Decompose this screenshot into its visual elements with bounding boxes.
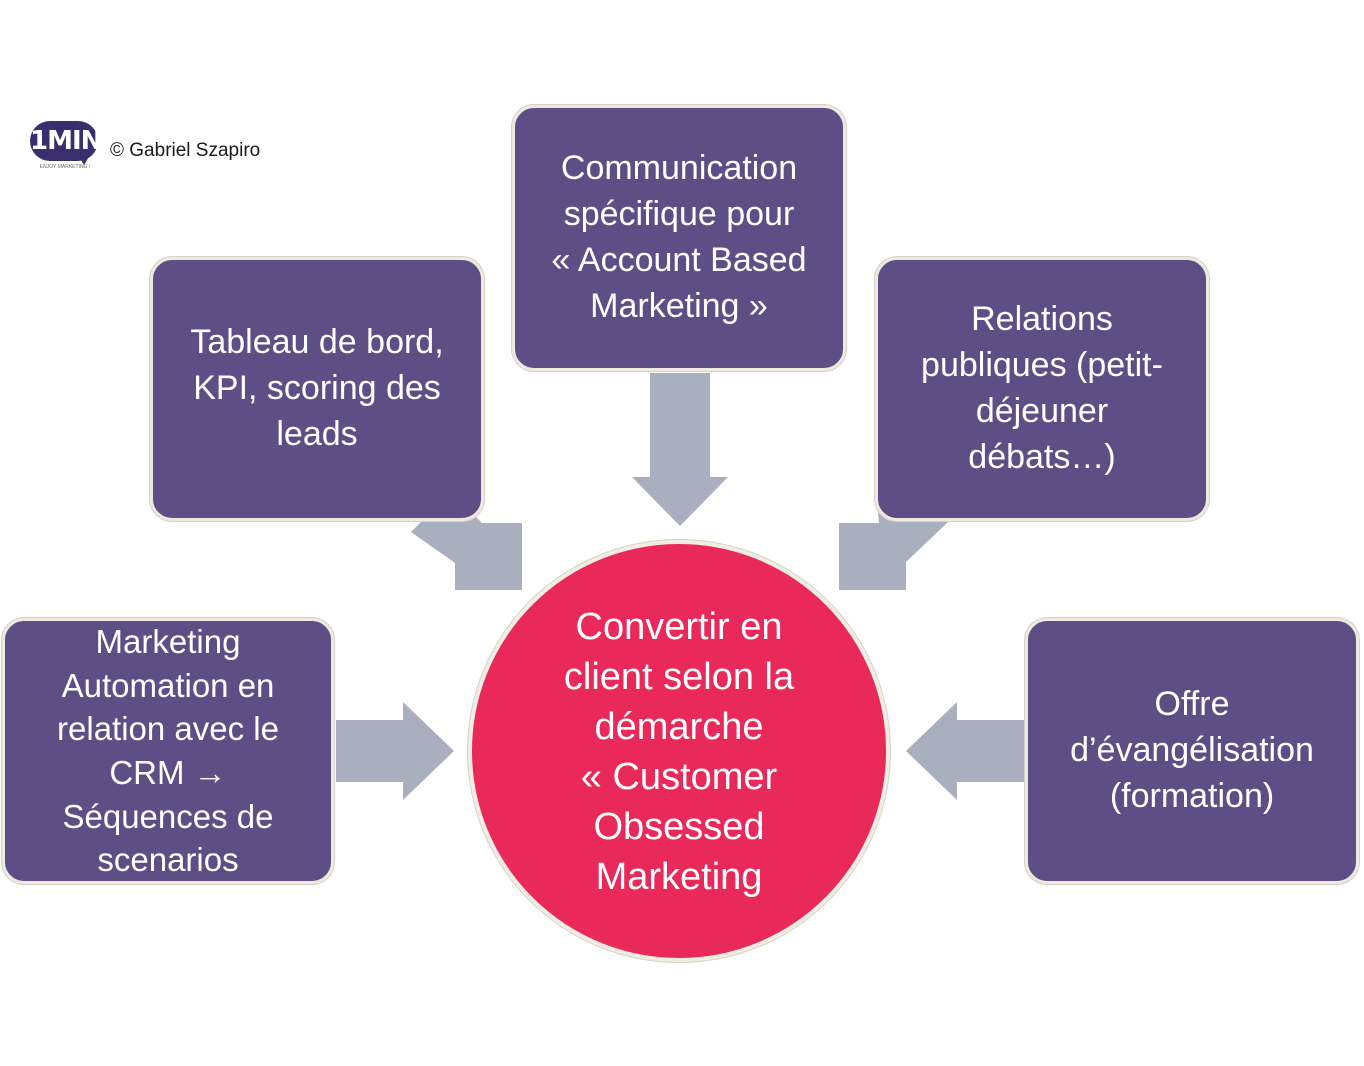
box-label: Offre d’évangélisation (formation) bbox=[1070, 685, 1314, 815]
box-account-based-marketing: Communication spécifique pour « Account … bbox=[512, 105, 846, 371]
arrow-top-to-center bbox=[632, 373, 728, 526]
center-label: Convertir en client selon la démarche « … bbox=[563, 605, 795, 899]
box-label: Tableau de bord, KPI, scoring des leads bbox=[190, 323, 444, 453]
box-label: Marketing Automation en relation avec le… bbox=[57, 623, 279, 879]
box-marketing-automation: Marketing Automation en relation avec le… bbox=[2, 618, 334, 884]
arrow-lower-left-to-center bbox=[336, 702, 454, 800]
box-public-relations: Relations publiques (petit- déjeuner déb… bbox=[875, 257, 1209, 521]
logo-speech-tail bbox=[78, 155, 90, 165]
logo: 1MIN30 ENJOY MARKETING ! bbox=[30, 121, 137, 173]
box-label: Communication spécifique pour « Account … bbox=[551, 149, 807, 325]
box-label: Relations publiques (petit- déjeuner déb… bbox=[921, 300, 1163, 476]
box-evangelization-offer: Offre d’évangélisation (formation) bbox=[1025, 618, 1359, 884]
copyright-notice: © Gabriel Szapiro bbox=[110, 140, 261, 161]
arrow-lower-right-to-center bbox=[906, 702, 1024, 800]
center-circle-customer-obsessed: Convertir en client selon la démarche « … bbox=[468, 540, 890, 962]
box-dashboard-kpi: Tableau de bord, KPI, scoring des leads bbox=[150, 257, 484, 521]
arrow-upper-right-to-center bbox=[839, 500, 948, 590]
logo-tagline: ENJOY MARKETING ! bbox=[39, 164, 91, 170]
